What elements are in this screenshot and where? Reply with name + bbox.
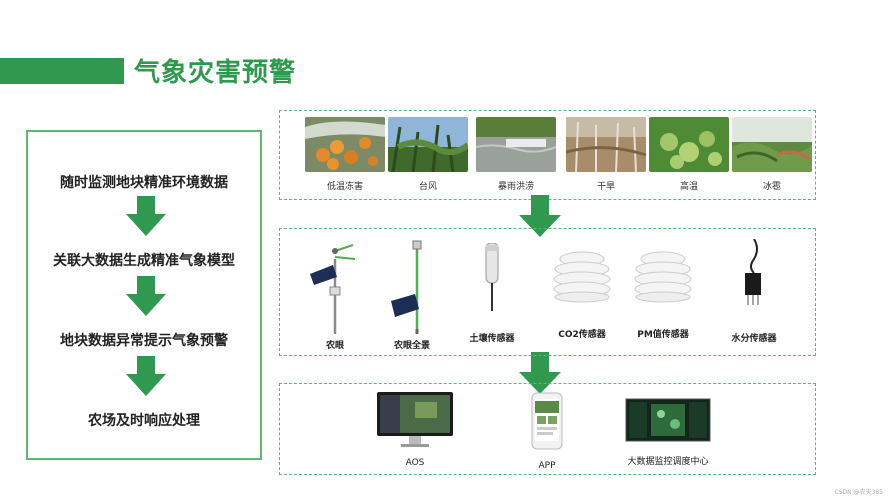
flood-photo [476, 117, 556, 172]
step-1: 随时监测地块精准环境数据 [60, 175, 228, 191]
hail-photo [732, 117, 812, 172]
sensor-devices-panel: 农眼 农眼全景 土壤传感器 CO2传感器 PM值传感器 水分 [279, 228, 816, 356]
step-3: 地块数据异常提示气象预警 [60, 333, 228, 349]
down-arrow-icon [126, 276, 166, 316]
typhoon-photo [388, 117, 468, 172]
disaster-label: 高温 [679, 182, 698, 192]
down-arrow-icon [126, 356, 166, 396]
title-accent-bar [0, 58, 124, 84]
watermark: CSDN @农夫365 [834, 489, 883, 496]
disaster-label: 暴雨洪涝 [497, 182, 534, 192]
big-screen-icon [625, 398, 711, 442]
platform-label: AOS [405, 458, 425, 468]
platform-panel: AOS APP 大数据监控调度中心 [279, 383, 816, 475]
device-label: PM值传感器 [637, 330, 689, 340]
platform-label: APP [538, 461, 556, 471]
drought-photo [566, 117, 646, 172]
monitor-icon [377, 392, 453, 447]
soil-sensor-icon [485, 243, 499, 311]
step-2: 关联大数据生成精准气象模型 [53, 253, 235, 269]
frost-damage-photo [305, 117, 385, 172]
disaster-label: 低温冻害 [326, 182, 363, 192]
process-flow-panel: 随时监测地块精准环境数据 关联大数据生成精准气象模型 地块数据异常提示气象预警 … [26, 130, 262, 460]
device-label: 农眼 [325, 341, 344, 351]
down-arrow-icon [519, 195, 561, 237]
disaster-label: 干旱 [596, 182, 615, 192]
down-arrow-icon [126, 196, 166, 236]
down-arrow-icon [519, 352, 561, 394]
weather-station-icon [310, 244, 356, 334]
device-label: CO2传感器 [558, 330, 606, 340]
page-title: 气象灾害预警 [134, 58, 297, 88]
co2-sensor-icon [553, 251, 611, 303]
pm-sensor-icon [634, 251, 692, 303]
disaster-types-panel: 低温冻害 台风 暴雨洪涝 干旱 [279, 110, 816, 200]
phone-icon [531, 392, 563, 450]
platform-label: 大数据监控调度中心 [627, 457, 709, 467]
heat-photo [649, 117, 729, 172]
disaster-label: 冰雹 [762, 182, 781, 192]
moisture-sensor-icon [745, 239, 761, 305]
device-label: 水分传感器 [731, 334, 777, 344]
disaster-label: 台风 [418, 182, 437, 192]
panorama-station-icon [391, 240, 422, 334]
step-4: 农场及时响应处理 [88, 413, 200, 429]
device-label: 土壤传感器 [469, 334, 515, 344]
device-label: 农眼全景 [393, 341, 430, 351]
